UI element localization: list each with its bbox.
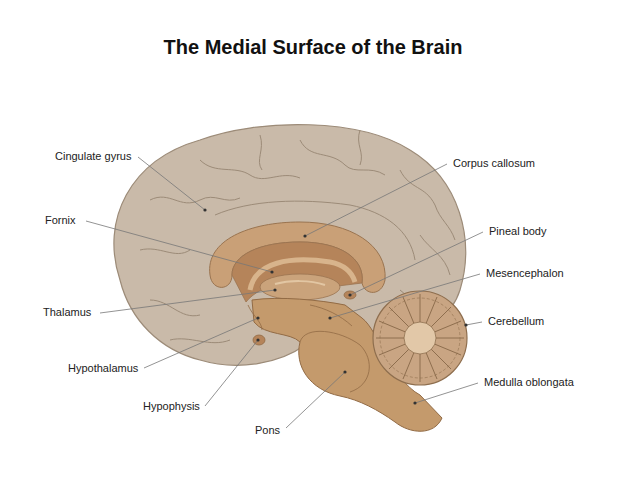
- part-label: Pons: [255, 424, 280, 437]
- part-label: Cingulate gyrus: [55, 150, 131, 163]
- part-label: Hypophysis: [143, 400, 200, 413]
- part-label: Medulla oblongata: [484, 376, 574, 389]
- part-label: Mesencephalon: [486, 267, 564, 280]
- part-label: Hypothalamus: [68, 362, 138, 375]
- part-label: Cerebellum: [488, 315, 544, 328]
- part-label: Pineal body: [489, 225, 547, 238]
- diagram-title: The Medial Surface of the Brain: [0, 36, 626, 59]
- part-label: Thalamus: [43, 306, 91, 319]
- part-label: Corpus callosum: [453, 157, 535, 170]
- part-label: Fornix: [45, 214, 76, 227]
